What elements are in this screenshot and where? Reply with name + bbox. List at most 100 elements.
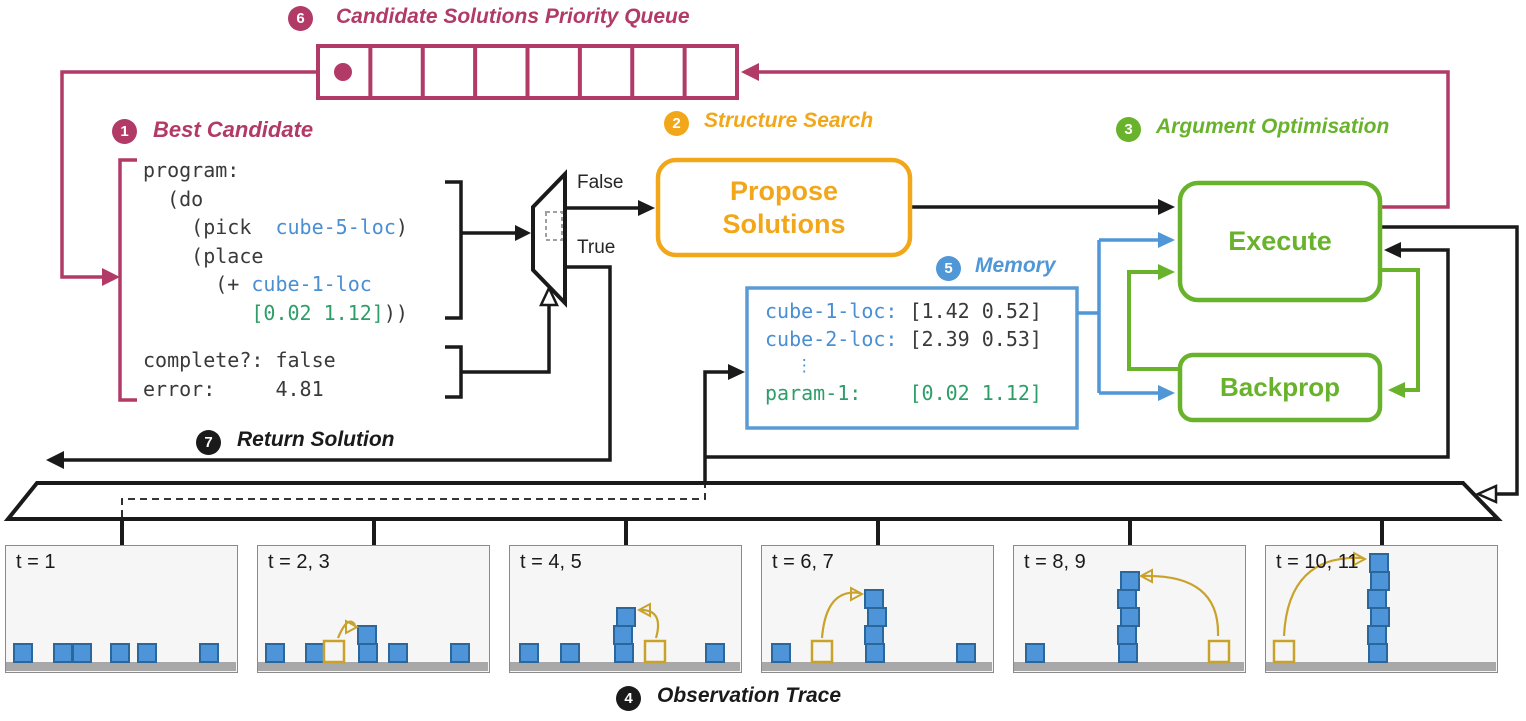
propose-line-1: Propose — [729, 176, 839, 207]
move-arrowhead-icon — [345, 619, 360, 635]
mux-select-open-arrowhead-icon — [539, 285, 559, 307]
stacked-cube — [358, 643, 378, 663]
memory-row: cube-2-loc: [2.39 0.53] — [765, 325, 1042, 353]
code-line: error: 4.81 — [143, 375, 408, 404]
code-segment: (place — [143, 243, 264, 268]
code-segment: )) — [383, 300, 408, 325]
trace-to-execute-line — [705, 248, 1450, 459]
panel-time-label: t = 6, 7 — [772, 551, 834, 573]
argument-optimisation-label: Argument Optimisation — [1156, 115, 1390, 138]
return-solution-arrowhead-icon — [46, 451, 64, 469]
execute-to-backprop-loop-line — [1380, 268, 1420, 392]
stacked-cube — [1370, 607, 1390, 627]
code-line: (+ cube-1-loc — [143, 270, 408, 299]
badge-6: 6 — [288, 6, 313, 31]
move-arrowhead-icon — [1138, 568, 1153, 584]
queue-to-candidate-line — [60, 70, 343, 279]
code-segment: cube-5-loc — [275, 215, 396, 239]
trace-to-memory-arrowhead-icon — [728, 364, 745, 380]
badge-5: 5 — [936, 256, 961, 281]
pick-location-outline — [810, 639, 834, 664]
badge-2: 2 — [664, 111, 689, 136]
code-line: program: — [143, 156, 408, 185]
pick-location-outline — [1272, 639, 1296, 664]
panel-scene — [762, 586, 992, 671]
cube — [137, 643, 157, 663]
code-segment: complete?: false — [143, 348, 336, 372]
propose-solutions-box-label: Propose Solutions — [658, 160, 910, 255]
code-segment: program: — [143, 158, 240, 182]
code-line: (pick cube-5-loc) — [143, 213, 408, 242]
cube — [199, 643, 219, 663]
stacked-cube — [1118, 643, 1138, 663]
memory-to-backprop-arrowhead-icon — [1158, 385, 1175, 401]
code-line: (do — [143, 185, 408, 214]
stacked-cube — [865, 643, 885, 663]
propose-solutions-box — [655, 157, 913, 258]
select-to-mux-line — [461, 305, 551, 374]
observation-trace-label: Observation Trace — [657, 684, 842, 707]
panel-scene — [258, 619, 488, 671]
cube — [450, 643, 470, 663]
code-line: (place — [143, 242, 408, 271]
panel-scene — [6, 643, 236, 671]
memory-to-execute-arrowhead-icon — [1158, 232, 1175, 248]
stacked-cube — [1120, 607, 1140, 627]
code-line: complete?: false — [143, 346, 408, 375]
code-line: [0.02 1.12])) — [143, 299, 408, 328]
panel-time-label: t = 8, 9 — [1024, 551, 1086, 573]
cube — [110, 643, 130, 663]
panel-time-label: t = 2, 3 — [268, 551, 330, 573]
badge-1: 1 — [112, 119, 137, 144]
code-segment: [0.02 1.12] — [251, 300, 384, 325]
cube — [13, 643, 33, 663]
panel-scene — [510, 602, 740, 671]
badge-3: 3 — [1116, 117, 1141, 142]
mux-selected-slot-dashed-box — [545, 211, 563, 241]
ground-strip — [510, 662, 740, 671]
observation-trace-bar — [3, 481, 1503, 521]
cube — [956, 643, 976, 663]
cube — [265, 643, 285, 663]
stacked-cube — [1369, 553, 1389, 573]
cube — [53, 643, 73, 663]
stacked-cube — [864, 589, 884, 609]
mux-shape — [531, 169, 567, 308]
priority-queue-label: Candidate Solutions Priority Queue — [336, 5, 690, 28]
memory-row: param-1: [0.02 1.12] — [765, 379, 1042, 407]
stacked-cube — [1368, 643, 1388, 663]
stacked-cube — [1367, 625, 1387, 645]
backprop-to-execute-loop-line — [1127, 270, 1180, 371]
candidate-code: program: (do (pick cube-5-loc) (place (+… — [143, 156, 408, 403]
panel-time-label: t = 10, 11 — [1276, 551, 1359, 573]
queue-to-candidate-arrowhead-icon — [102, 268, 120, 286]
code-segment: (do — [143, 186, 204, 211]
cube — [705, 643, 725, 663]
cube — [72, 643, 92, 663]
execute-to-trace-line — [1380, 225, 1519, 496]
ground-strip — [1266, 662, 1496, 671]
stacked-cube — [614, 643, 634, 663]
panel-time-label: t = 4, 5 — [520, 551, 582, 573]
code-segment: cube-1-loc — [251, 272, 372, 296]
memory-segment: [2.39 0.53] — [909, 327, 1042, 351]
execute-to-queue-arrowhead-icon — [741, 63, 759, 81]
trace-to-execute-arrowhead-icon — [1384, 242, 1401, 258]
backprop-box-label: Backprop — [1220, 372, 1340, 402]
stacked-cube — [1370, 571, 1390, 591]
observation-panel-6: t = 10, 11 — [1265, 545, 1498, 673]
backprop-to-execute-arrowhead-icon — [1158, 264, 1175, 280]
cube — [1025, 643, 1045, 663]
backprop-box — [1177, 352, 1383, 423]
cube — [771, 643, 791, 663]
code-segment — [143, 301, 251, 325]
best-candidate-label: Best Candidate — [153, 117, 314, 142]
true-branch-return-line — [64, 265, 612, 462]
stacked-cube — [613, 625, 633, 645]
propose-to-execute-arrowhead-icon — [1158, 199, 1175, 215]
program-bracket — [445, 180, 463, 320]
trace-to-memory-line — [703, 370, 729, 483]
panel-scene — [1014, 568, 1244, 671]
memory-segment: param-1: — [765, 381, 910, 405]
badge-7: 7 — [196, 430, 221, 455]
